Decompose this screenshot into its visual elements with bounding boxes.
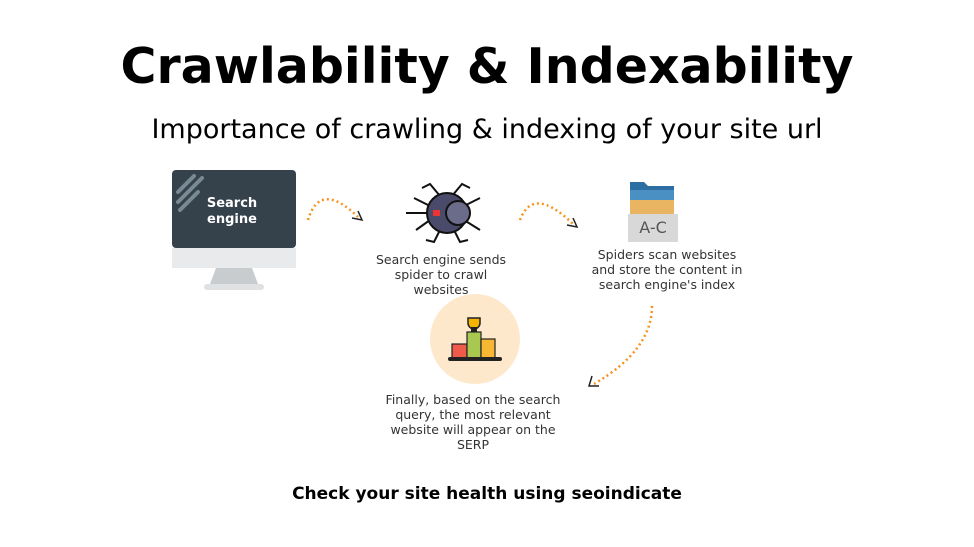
page-subtitle: Importance of crawling & indexing of you… xyxy=(151,114,823,145)
trophy-podium-icon xyxy=(430,294,520,384)
serp-caption: Finally, based on the search query, the … xyxy=(385,392,561,452)
index-label: A-C xyxy=(639,218,667,237)
monitor-label: Search engine xyxy=(206,196,258,227)
page-title: Crawlability & Indexability xyxy=(120,38,854,95)
arrow-icon xyxy=(518,202,579,229)
spider-icon xyxy=(406,182,481,244)
monitor-icon xyxy=(172,170,298,292)
arrow-icon xyxy=(587,305,654,387)
index-caption: Spiders scan websites and store the cont… xyxy=(591,247,743,292)
arrow-icon xyxy=(306,198,364,222)
folder-index-icon xyxy=(628,182,678,242)
spider-caption: Search engine sends spider to crawl webs… xyxy=(375,252,507,297)
footer-text: Check your site health using seoindicate xyxy=(292,484,682,504)
